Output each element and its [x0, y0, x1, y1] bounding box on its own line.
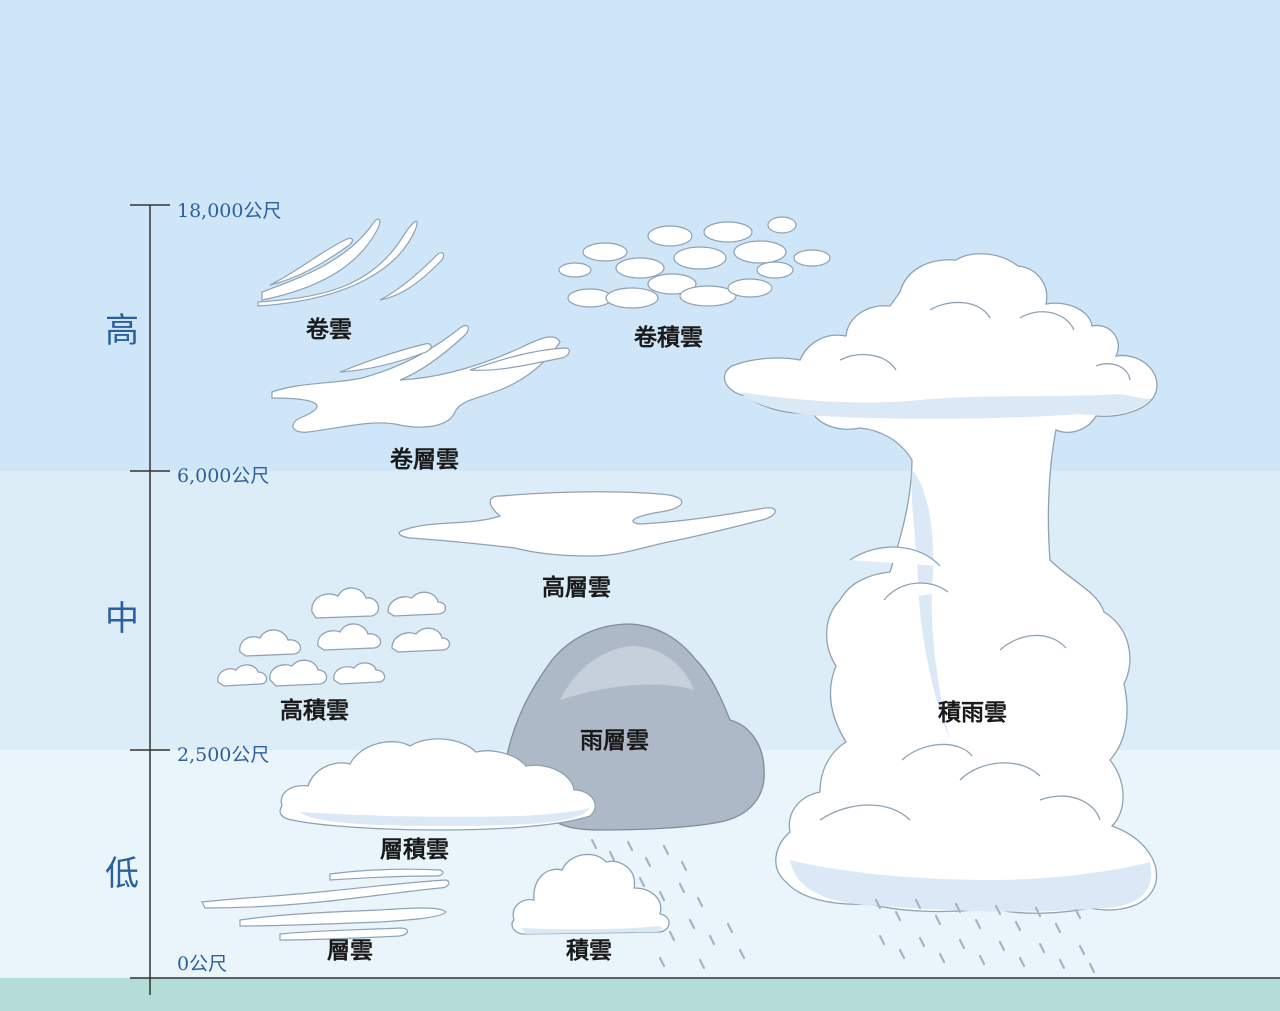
- stratocumulus-cloud: [279, 738, 596, 831]
- altitude-axis: [130, 204, 1280, 995]
- tick-label-2500: 2,500公尺: [177, 744, 269, 766]
- tick-label-6000: 6,000公尺: [177, 465, 269, 487]
- ground-strip: [0, 978, 1280, 1011]
- cumulus-cloud: [511, 853, 670, 935]
- cirrostratus-cloud: [271, 324, 570, 433]
- cumulonimbus-rain: [874, 898, 1096, 974]
- band-label-mid: 中: [105, 599, 139, 639]
- cumulonimbus-cloud: [723, 253, 1158, 914]
- stratus-cloud: [201, 868, 450, 941]
- cirrus-label: 卷雲: [305, 316, 352, 343]
- nimbostratus-label: 雨層雲: [580, 728, 649, 754]
- cirrus-cloud: [257, 218, 445, 307]
- altocumulus-cloud: [217, 587, 451, 687]
- cirrostratus-label: 卷層雲: [389, 446, 459, 473]
- altocumulus-label: 高積雲: [280, 697, 349, 724]
- tick-label-18000: 18,000公尺: [177, 200, 281, 222]
- cirrocumulus-cloud: [558, 216, 831, 309]
- band-label-high: 高: [105, 311, 139, 351]
- nimbostratus-cloud: [505, 623, 765, 831]
- cumulus-label: 積雲: [566, 938, 612, 964]
- band-label-low: 低: [105, 854, 139, 894]
- altostratus-label: 高層雲: [542, 574, 611, 601]
- cirrocumulus-label: 卷積雲: [633, 324, 703, 351]
- tick-label-0: 0公尺: [177, 953, 227, 975]
- altostratus-cloud: [398, 491, 776, 557]
- stratocumulus-label: 層積雲: [380, 837, 449, 863]
- stratus-label: 層雲: [327, 938, 373, 964]
- cumulonimbus-label: 積雨雲: [938, 700, 1007, 726]
